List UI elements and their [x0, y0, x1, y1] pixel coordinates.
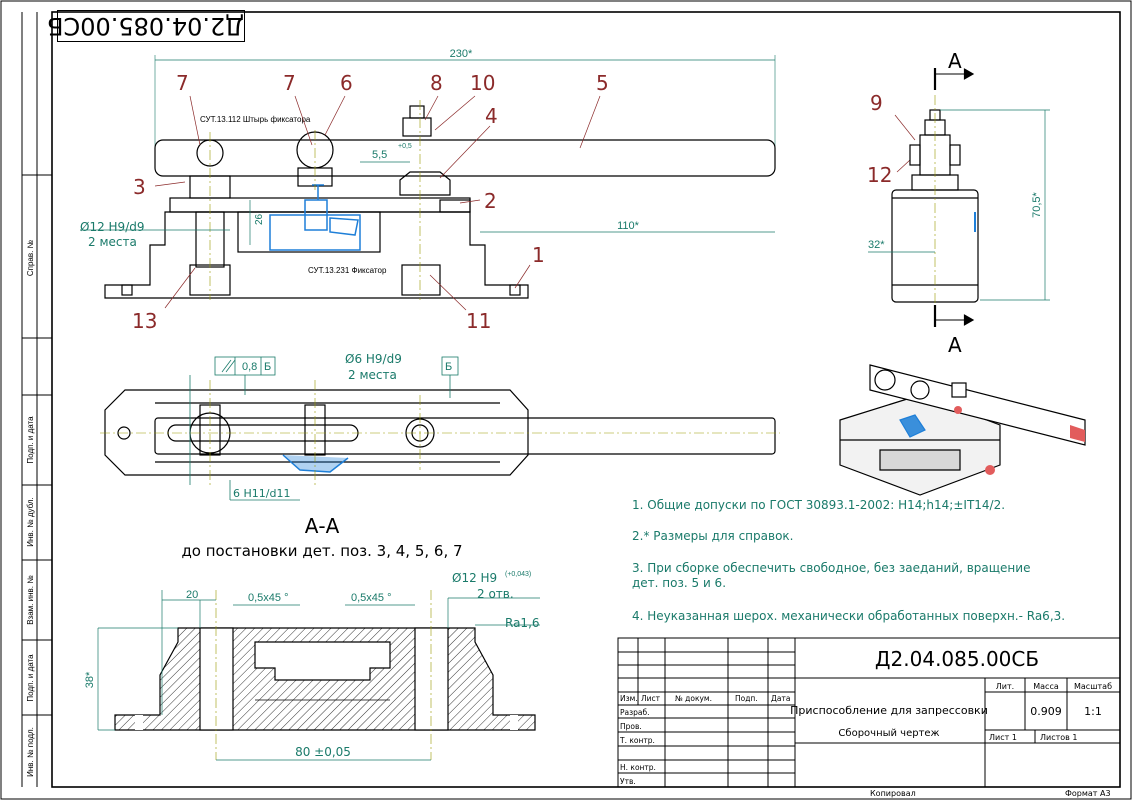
front-dims: [80, 161, 775, 245]
rotated-designation: Д2.04.085.00СБ: [46, 10, 245, 42]
dim-section-base: 80 ±0,05: [295, 745, 351, 759]
section-subtitle: до постановки дет. поз. 3, 4, 5, 6, 7: [181, 542, 462, 560]
side-label-vzam: Взам. инв. №: [26, 575, 35, 625]
dim-gap: 5,5: [372, 149, 387, 161]
dim-pin-top: Ø6 H9/d9: [345, 352, 402, 366]
dim-chamfer-1: 0,5х45 °: [248, 592, 288, 604]
fixator-highlight: [269, 184, 361, 251]
inner-frame: [51, 11, 1121, 788]
callout-3: 3: [133, 175, 146, 199]
callout-10: 10: [470, 71, 495, 95]
dim-right-length: 110*: [617, 220, 640, 232]
footer-copied: Копировал: [870, 789, 916, 798]
flatness-datum: Б: [264, 361, 271, 373]
label-scale: Масштаб: [1074, 682, 1112, 691]
note-2: 2.* Размеры для справок.: [632, 529, 794, 543]
side-label-podp1: Подп. и дата: [26, 416, 35, 464]
side-label-inv: Инв. № подл.: [26, 727, 35, 777]
title-block: [617, 637, 1121, 788]
col-list: Лист: [641, 694, 661, 703]
dim-pin-top-qty: 2 места: [348, 368, 397, 382]
callout-13: 13: [132, 309, 157, 333]
top-centerlines: [100, 380, 780, 485]
footer-format: Формат А3: [1065, 789, 1111, 798]
dim-section-bore: Ø12 H9: [452, 571, 497, 585]
note-4: 4. Неуказанная шерох. механически обрабо…: [632, 609, 1066, 623]
callout-4: 4: [485, 104, 498, 128]
callout-6: 6: [340, 71, 353, 95]
title-code: Д2.04.085.00СБ: [875, 647, 1039, 671]
dim-roughness: Ra1,6: [505, 616, 540, 630]
note-3b: дет. поз. 5 и 6.: [632, 576, 727, 590]
dim-chamfer-2: 0,5х45 °: [351, 592, 391, 604]
value-scale: 1:1: [1084, 705, 1102, 718]
section-centerlines: [215, 590, 432, 760]
side-label-sprav: Справ. №: [26, 239, 35, 276]
callout-1: 1: [532, 243, 545, 267]
dim-section-bore-qty: 2 отв.: [477, 587, 514, 601]
dim-bore-front: Ø12 H9/d9: [80, 220, 144, 234]
tolerance-frame: [189, 356, 459, 501]
row-prov: Пров.: [620, 722, 642, 731]
callout-7b: 7: [283, 71, 296, 95]
callout-leaders: [154, 95, 916, 311]
dim-section-height: 38*: [84, 671, 96, 688]
row-tkontr: Т. контр.: [619, 736, 655, 745]
label-mass: Масса: [1033, 682, 1059, 691]
col-date: Дата: [771, 694, 790, 703]
section-marks: [933, 68, 975, 327]
row-nkontr: Н. контр.: [620, 763, 656, 772]
top-fixator-highlight: [282, 454, 349, 473]
note-3a: 3. При сборке обеспечить свободное, без …: [632, 561, 1031, 575]
callout-5: 5: [596, 71, 609, 95]
callout-7a: 7: [176, 71, 189, 95]
label-lit: Лит.: [996, 682, 1014, 691]
front-centerlines: [209, 100, 421, 300]
side-label-dubl: Инв. № дубл.: [26, 497, 35, 547]
title-doc-type: Сборочный чертеж: [838, 728, 939, 739]
dim-side-width: 32*: [868, 239, 885, 251]
callout-9: 9: [870, 91, 883, 115]
ref-lock-label: СУТ.13.231 Фиксатор: [308, 266, 387, 275]
title-name: Приспособление для запрессовки: [790, 704, 988, 717]
section-view: [114, 627, 536, 731]
isometric-view: [839, 364, 1086, 496]
col-sign: Подп.: [735, 694, 758, 703]
dim-gap-tol: +0,5: [398, 143, 412, 150]
dim-overall: 230*: [450, 48, 473, 60]
dim-bore-front-qty: 2 места: [88, 235, 137, 249]
side-strip: Справ. № Подп. и дата Инв. № дубл. Взам.…: [21, 12, 52, 787]
dim-section-bore-tol: (+0,043): [505, 571, 531, 578]
dim-section-20: 20: [186, 589, 198, 601]
value-sheet: Лист 1: [989, 733, 1017, 742]
value-sheets: Листов 1: [1040, 733, 1078, 742]
flatness-value: 0,8: [242, 361, 257, 373]
top-view: [104, 389, 776, 476]
section-letter-bottom: А: [948, 333, 962, 357]
callout-12: 12: [867, 163, 892, 187]
side-dims: [868, 109, 1050, 301]
ref-pin-label: СУТ.13.112 Штырь фиксатора: [200, 115, 311, 124]
row-utv: Утв.: [620, 777, 636, 786]
dim-26: 26: [254, 213, 265, 225]
dim-side-height: 70,5*: [1031, 191, 1043, 217]
section-letter-top: А: [948, 49, 962, 73]
value-mass: 0.909: [1030, 705, 1062, 718]
dim-hole-top: 6 H11/d11: [233, 487, 290, 500]
col-izm: Изм.: [620, 694, 638, 703]
side-label-podp2: Подп. и дата: [26, 654, 35, 702]
callout-11: 11: [466, 309, 491, 333]
col-doc: № докум.: [675, 694, 712, 703]
callout-8: 8: [430, 71, 443, 95]
datum-b-label: Б: [445, 361, 452, 373]
section-dims: [97, 590, 540, 761]
callout-2: 2: [484, 189, 497, 213]
note-1: 1. Общие допуски по ГОСТ 30893.1-2002: H…: [632, 498, 1006, 512]
row-razrab: Разраб.: [620, 708, 649, 717]
section-title: А-А: [305, 514, 340, 538]
